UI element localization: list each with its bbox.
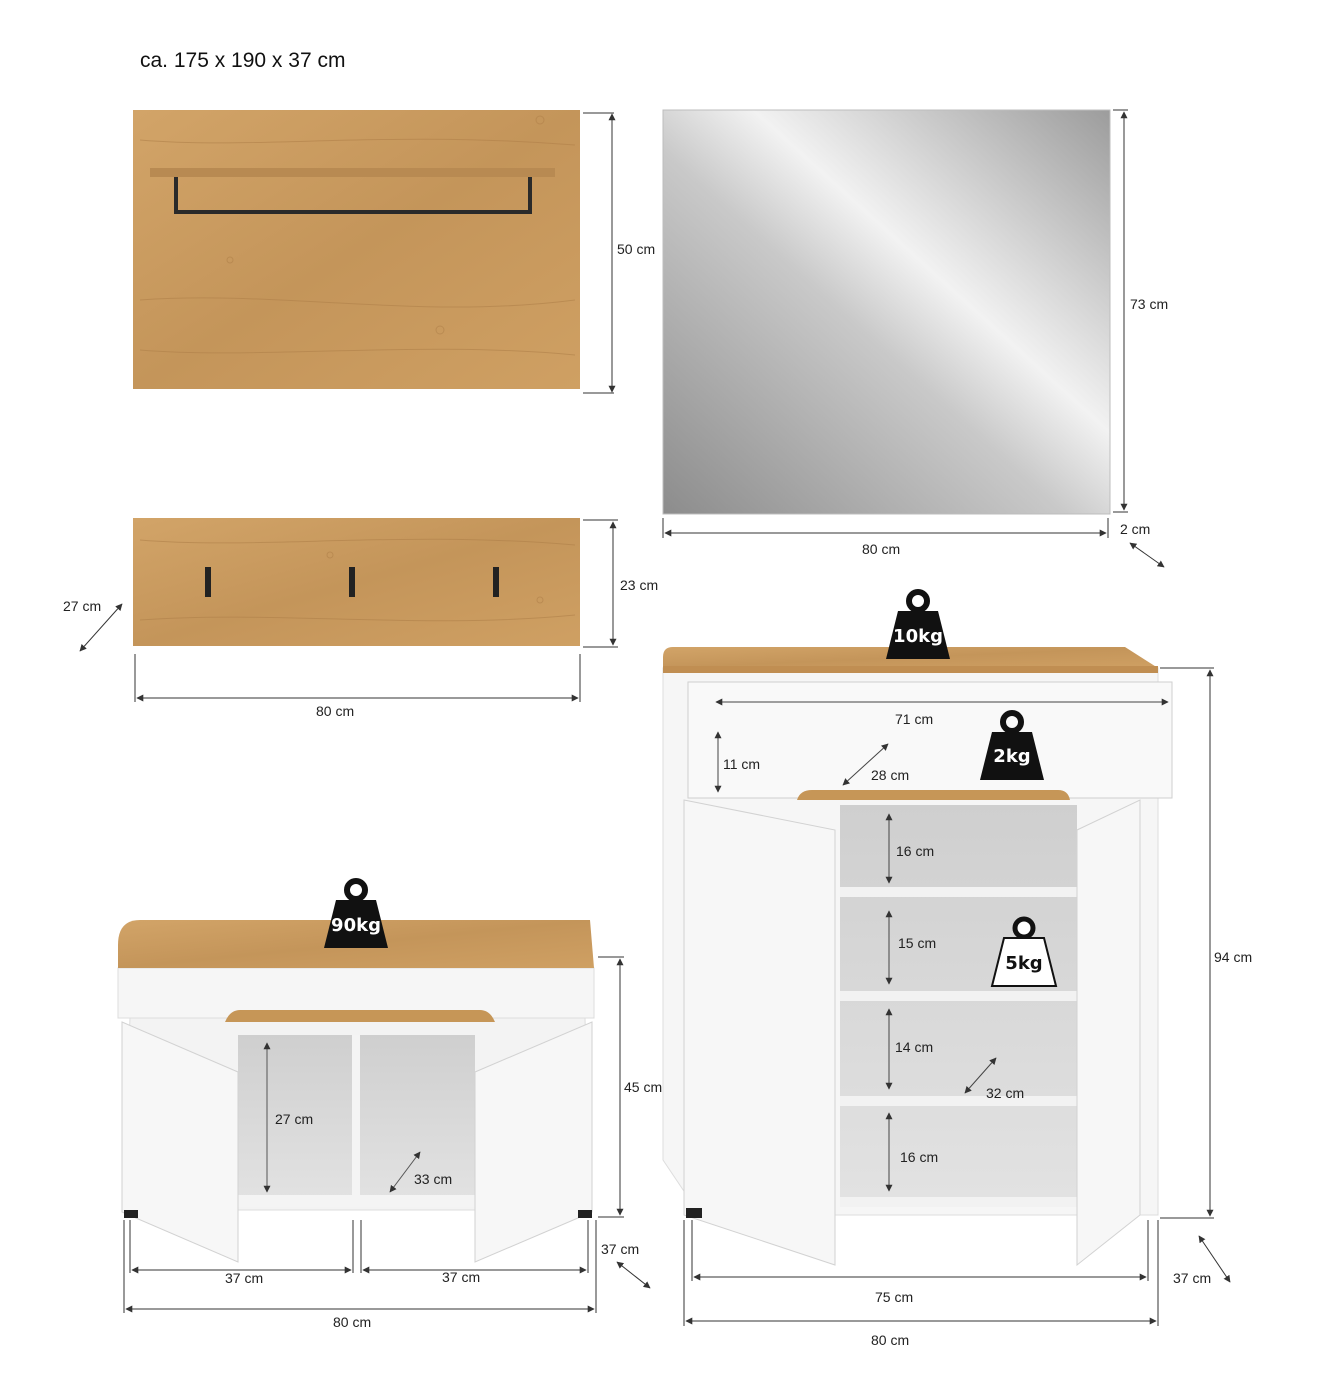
bench-load-label: 90kg xyxy=(331,915,381,936)
mirror-height-label: 73 cm xyxy=(1130,296,1168,312)
coat-shelf xyxy=(150,168,555,177)
bench-left-compartment-label: 37 cm xyxy=(225,1270,263,1286)
mirror-width-label: 80 cm xyxy=(862,541,900,557)
coat-panel-board xyxy=(133,110,580,389)
shoe-cabinet-interior xyxy=(840,805,1077,1200)
bench-right-compartment-label: 37 cm xyxy=(442,1269,480,1285)
shoe-cabinet-inner-width-label: 75 cm xyxy=(875,1289,913,1305)
shoe-cabinet-left-door xyxy=(683,799,836,1266)
hook-board-height-label: 23 cm xyxy=(620,577,658,593)
top-load-label: 10kg xyxy=(893,626,943,647)
shoe-cabinet-drawer xyxy=(687,681,1173,799)
drawer-depth-label: 28 cm xyxy=(871,767,909,783)
coat-panel-height-label: 50 cm xyxy=(617,241,655,257)
shoe-cabinet-depth-label: 37 cm xyxy=(1173,1270,1211,1286)
shoe-cabinet-width-label: 80 cm xyxy=(871,1332,909,1348)
hook-board-width-label: 80 cm xyxy=(316,703,354,719)
hanging-rail xyxy=(174,177,532,214)
shelf-3 xyxy=(840,1096,1077,1106)
shelf-1-height-label: 16 cm xyxy=(896,843,934,859)
shoe-cabinet: 71 cm 11 cm 28 cm 16 cm 15 cm 14 cm 32 c… xyxy=(662,589,1252,1348)
hook-board: 23 cm 27 cm 80 cm xyxy=(63,518,658,719)
bench: 27 cm 33 cm 45 cm 37 cm 37 cm 37 cm 80 c… xyxy=(117,878,662,1330)
shoe-cabinet-right-door xyxy=(1076,799,1141,1267)
bench-divider xyxy=(352,1035,360,1205)
bench-width-label: 80 cm xyxy=(333,1314,371,1330)
bench-front-panel xyxy=(117,967,595,1019)
bench-inner-height-label: 27 cm xyxy=(275,1111,313,1127)
hook-3 xyxy=(493,567,499,597)
overall-dimensions-title: ca. 175 x 190 x 37 cm xyxy=(140,49,345,72)
shelf-1 xyxy=(840,887,1077,897)
shelf-2-height-label: 15 cm xyxy=(898,935,936,951)
shelf-depth-label: 32 cm xyxy=(986,1085,1024,1101)
bench-depth-label: 37 cm xyxy=(601,1241,639,1257)
shelf-3-height-label: 14 cm xyxy=(895,1039,933,1055)
drawer-load-label: 2kg xyxy=(993,746,1030,767)
drawer-height-label: 11 cm xyxy=(723,756,760,772)
shoe-cabinet-height-label: 94 cm xyxy=(1214,949,1252,965)
drawer-load-weight-icon: 2kg xyxy=(980,710,1044,780)
shelf-2 xyxy=(840,991,1077,1001)
mirror: 73 cm 80 cm 2 cm xyxy=(662,109,1168,568)
bench-height-label: 45 cm xyxy=(624,1079,662,1095)
hook-2 xyxy=(349,567,355,597)
bench-left-door xyxy=(121,1021,239,1263)
bench-load-weight-icon: 90kg xyxy=(324,878,388,948)
top-load-weight-icon: 10kg xyxy=(886,589,950,659)
coat-panel: 50 cm xyxy=(133,110,655,394)
shelf-load-weight-icon: 5kg xyxy=(990,916,1058,987)
hook-1 xyxy=(205,567,211,597)
mirror-glass xyxy=(662,109,1111,515)
mirror-depth-label: 2 cm xyxy=(1120,521,1150,537)
shelf-load-label: 5kg xyxy=(1005,953,1042,974)
hook-board-depth-label: 27 cm xyxy=(63,598,101,614)
drawer-width-label: 71 cm xyxy=(895,711,933,727)
bench-inner-depth-label: 33 cm xyxy=(414,1171,452,1187)
shelf-4-height-label: 16 cm xyxy=(900,1149,938,1165)
hook-board-panel xyxy=(133,518,580,646)
